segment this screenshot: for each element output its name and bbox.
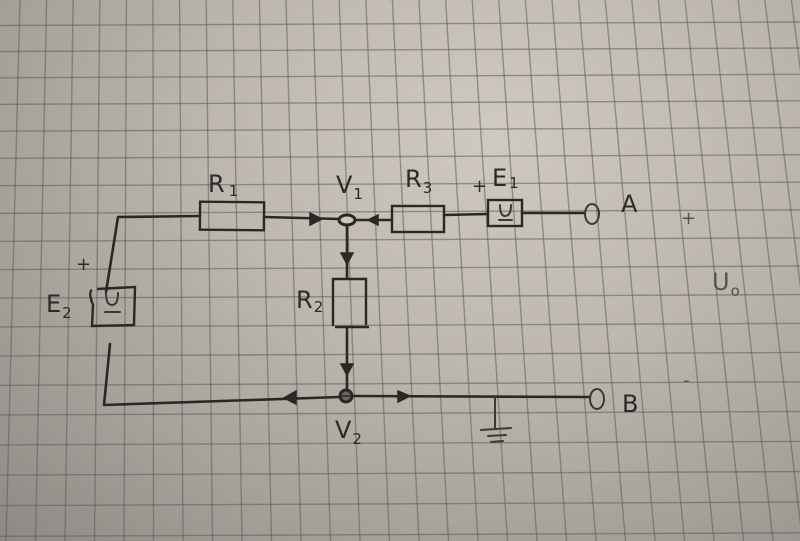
circuit-diagram bbox=[89, 198, 605, 443]
source-symbol-e1 bbox=[498, 204, 513, 221]
grid-line-vertical bbox=[710, 0, 774, 541]
label-v1: V1 bbox=[336, 171, 363, 203]
grid-line-vertical bbox=[471, 0, 509, 541]
grid-line-vertical bbox=[64, 0, 74, 541]
label-terminal-b: B bbox=[622, 390, 638, 418]
current-arrow-v1-down bbox=[339, 252, 355, 266]
grid-line-horizontal bbox=[0, 21, 800, 27]
wire-r3-to-e1 bbox=[442, 212, 490, 217]
grid-line-vertical bbox=[657, 0, 715, 541]
terminal-a[interactable] bbox=[584, 203, 600, 225]
grid-line-vertical bbox=[524, 0, 568, 541]
label-terminal-a: A bbox=[621, 190, 638, 218]
grid-line-vertical bbox=[285, 0, 302, 541]
label-r2: R2 bbox=[296, 286, 323, 316]
grid-line-horizontal bbox=[0, 237, 800, 243]
label-r3: R3 bbox=[405, 165, 432, 197]
wire-bottom-right bbox=[350, 394, 592, 399]
grid-line-horizontal bbox=[0, 381, 800, 387]
grid-line-vertical bbox=[152, 0, 155, 541]
grid-line-vertical bbox=[391, 0, 420, 541]
grid-line-vertical bbox=[737, 0, 800, 526]
label-e2: E2 bbox=[46, 290, 72, 322]
plus-sign-e1: + bbox=[472, 176, 487, 197]
grid-line-horizontal bbox=[0, 532, 800, 538]
grid-line-vertical bbox=[93, 0, 101, 541]
current-arrow-r3 bbox=[366, 213, 379, 227]
wire-r1-to-v1 bbox=[262, 215, 342, 221]
resistor-r3 bbox=[390, 204, 446, 234]
terminal-b[interactable] bbox=[589, 388, 605, 410]
plus-sign-e2: + bbox=[76, 254, 91, 275]
ground-bar-2 bbox=[487, 434, 507, 437]
grid-line-horizontal bbox=[0, 126, 800, 132]
grid-line-horizontal bbox=[0, 73, 800, 79]
grid-line-vertical bbox=[205, 0, 214, 541]
grid-line-horizontal bbox=[0, 181, 800, 187]
current-arrow-v2-left bbox=[282, 389, 297, 406]
grid-line-horizontal bbox=[0, 47, 800, 53]
grid-line-vertical bbox=[498, 0, 538, 541]
voltage-source-e1 bbox=[486, 198, 524, 228]
resistor-r2 bbox=[331, 277, 368, 326]
grid-line-vertical bbox=[5, 0, 21, 541]
grid-line-vertical bbox=[418, 0, 450, 541]
grid-line-vertical bbox=[123, 0, 128, 541]
ground-bar-3 bbox=[490, 440, 504, 443]
grid-line-vertical bbox=[258, 0, 273, 541]
node-v1 bbox=[337, 213, 357, 227]
grid-line-horizontal bbox=[0, 265, 800, 271]
grid-line-horizontal bbox=[0, 440, 800, 446]
grid-line-vertical bbox=[631, 0, 686, 541]
source-symbol-e2 bbox=[104, 292, 121, 313]
grid-line-horizontal bbox=[0, 100, 800, 106]
output-plus-sign: + bbox=[681, 208, 696, 229]
grid-line-vertical bbox=[365, 0, 391, 541]
grid-line-vertical bbox=[444, 0, 479, 541]
grid-line-horizontal bbox=[0, 410, 800, 416]
grid-line-horizontal bbox=[0, 209, 800, 215]
grid-line-vertical bbox=[34, 0, 48, 541]
grid-line-horizontal bbox=[0, 293, 800, 299]
grid-line-vertical bbox=[338, 0, 361, 541]
grid-line-vertical bbox=[577, 0, 627, 541]
grid-line-vertical bbox=[604, 0, 656, 541]
grid-line-horizontal bbox=[0, 322, 800, 328]
voltage-source-e2 bbox=[89, 285, 137, 328]
grid-line-vertical bbox=[232, 0, 243, 541]
wire-e2-to-r1 bbox=[104, 214, 202, 294]
grid-line-vertical bbox=[684, 0, 745, 541]
label-v2: V2 bbox=[335, 416, 362, 448]
grid-line-horizontal bbox=[0, 470, 800, 476]
label-output-voltage: Uo bbox=[712, 268, 740, 300]
grid-line-horizontal bbox=[0, 154, 800, 159]
ground-bar-1 bbox=[480, 427, 512, 431]
grid-line-vertical bbox=[764, 0, 800, 290]
current-arrow-v2-right bbox=[397, 389, 412, 404]
grid-line-vertical bbox=[551, 0, 597, 541]
current-arrow-r2-down bbox=[339, 363, 355, 377]
wire-bottom-left bbox=[102, 342, 342, 407]
output-minus-sign: - bbox=[683, 370, 690, 391]
current-arrow-r1 bbox=[309, 211, 324, 227]
grid-line-vertical bbox=[178, 0, 184, 541]
grid-line-vertical bbox=[311, 0, 332, 541]
grid-line-horizontal bbox=[0, 351, 800, 357]
grid-line-horizontal bbox=[0, 501, 800, 507]
